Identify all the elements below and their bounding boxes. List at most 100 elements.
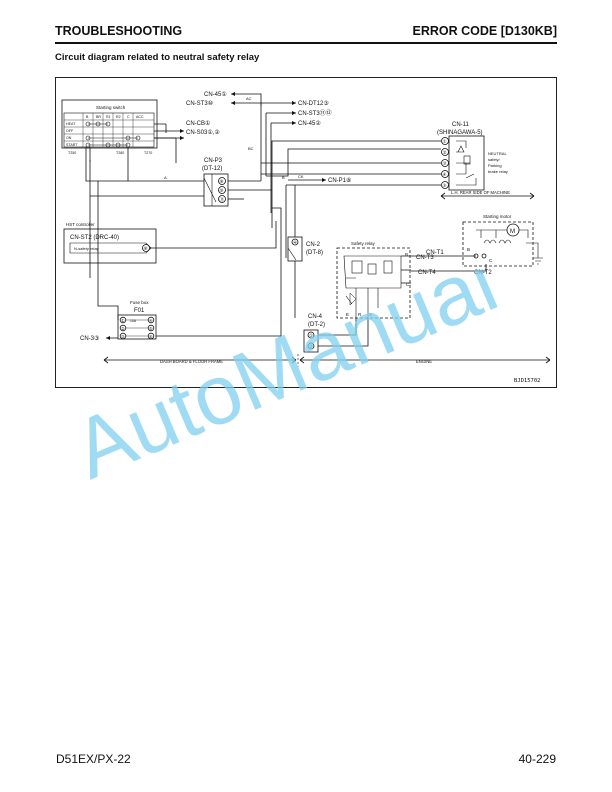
- fuse-pin-6: ⑥: [149, 334, 153, 339]
- cn-t3-label: CN-T3: [416, 255, 434, 261]
- terminal-t270: T270: [144, 151, 152, 155]
- fuse-rating: 10A: [130, 319, 137, 323]
- switch-row-off: OFF: [66, 129, 74, 133]
- cn-4-connector: CN-4 (DT-2) ① ②: [303, 314, 369, 353]
- switch-row-start: START: [66, 143, 78, 147]
- section-title: TROUBLESHOOTING: [55, 24, 183, 38]
- starting-motor: Starting motor M B C: [462, 214, 543, 267]
- cn-p3-type: (DT-12): [202, 166, 222, 172]
- cn-4-type: (DT-2): [308, 322, 325, 328]
- engine-label: ENGINE: [416, 359, 432, 364]
- hst-title: HST controller: [66, 222, 95, 227]
- fuse-pin-4: ④: [149, 318, 153, 323]
- motor-symbol: M: [510, 229, 515, 235]
- neutral-relay-label-1: NEUTRAL: [488, 151, 507, 156]
- safety-terminal-b: B: [405, 252, 408, 257]
- cn-t2-label: CN-T2: [474, 270, 492, 276]
- cn-2-pin: ④: [293, 240, 297, 245]
- fuse-pin-1: ①: [121, 318, 125, 323]
- circuit-diagram: CN-45① CN-ST3⑩ AC CN-DT12③ CN-ST3⑪⑫ CN-4…: [55, 77, 557, 388]
- cn-45-2-label: CN-45②: [298, 120, 321, 127]
- cn-st3-11-12-label: CN-ST3⑪⑫: [298, 109, 332, 117]
- cn-2-name: CN-2: [306, 242, 321, 248]
- cn-cb-label: CN-CB①: [186, 120, 210, 127]
- switch-col-acc: ACC: [136, 115, 144, 119]
- cn-t4-label: CN-T4: [418, 270, 436, 276]
- switch-col-r1: R1: [106, 115, 111, 119]
- cn-11-pin-2: ②: [443, 150, 447, 155]
- cn-p3-connector: CN-P3 (DT-12) ⑧ ⑨ ⑪: [202, 158, 229, 207]
- error-code: ERROR CODE [D130KB]: [412, 24, 557, 38]
- neutral-relay-label-2: safety/: [488, 157, 501, 162]
- safety-terminal-c: C: [406, 282, 410, 287]
- cn-p3-pin-8: ⑧: [220, 179, 224, 184]
- neutral-relay-label-3: Parking: [488, 163, 502, 168]
- footer-page: 40-229: [518, 752, 556, 766]
- switch-col-c: C: [127, 115, 130, 119]
- page-subtitle: Circuit diagram related to neutral safet…: [55, 52, 260, 63]
- rear-side-label: L.H. REAR SIDE OF MACHINE: [451, 190, 510, 195]
- footer-model: D51EX/PX-22: [56, 752, 131, 766]
- cn-st3-10-label: CN-ST3⑩: [186, 100, 213, 107]
- cn-11-connector: CN-11 (SHINAGAWA-5) ① ② ③ ④ ⑤: [437, 122, 485, 191]
- motor-terminal-c: C: [489, 258, 493, 263]
- wire-ac-label: AC: [246, 96, 252, 101]
- cn-4-pin-2: ②: [309, 344, 313, 349]
- fuse-box-title: Fuse box: [130, 300, 149, 305]
- circuit-diagram-svg: CN-45① CN-ST3⑩ AC CN-DT12③ CN-ST3⑪⑫ CN-4…: [61, 91, 551, 384]
- motor-terminal-b: B: [467, 247, 470, 252]
- hst-connector: CN-ST2 (DRC-40): [70, 235, 119, 241]
- cn-p3-name: CN-P3: [204, 158, 223, 164]
- safety-relay-title: Safety relay: [351, 241, 376, 246]
- cn-t1-label: CN-T1: [426, 250, 444, 256]
- switch-col-b: B: [86, 115, 89, 119]
- cn-p3-pin-9: ⑨: [220, 188, 224, 193]
- cn-11-type: (SHINAGAWA-5): [437, 130, 483, 136]
- fuse-pin-2: ②: [121, 326, 125, 331]
- page-header: TROUBLESHOOTING ERROR CODE [D130KB]: [55, 24, 557, 44]
- cn-3-label: CN-3③: [80, 335, 99, 342]
- safety-terminal-s: S: [369, 312, 372, 317]
- cn-2-type: (DT-8): [306, 250, 323, 256]
- wire-b-label: B: [282, 175, 285, 180]
- terminal-t250: T250: [68, 151, 76, 155]
- cn-11-pin-5: ⑤: [443, 183, 447, 188]
- fuse-box: Fuse box F01 ① ② ③ ④ ⑤ ⑥ 10A: [117, 300, 157, 340]
- switch-row-on: ON: [66, 136, 72, 140]
- starting-switch: Starting switch B BR R1 R2 C ACC HEAT OF…: [61, 99, 177, 163]
- wire-a-label: A: [164, 175, 167, 180]
- hst-pin: ⑧: [144, 246, 148, 251]
- cn-s03-label: CN-S03①,②: [186, 129, 220, 136]
- cn-2-connector: ④ CN-2 (DT-8): [287, 185, 323, 318]
- cn-45-1-label: CN-45①: [204, 91, 227, 98]
- safety-relay: Safety relay B C E R S: [336, 241, 411, 319]
- switch-col-br: BR: [96, 115, 101, 119]
- switch-col-r2: R2: [116, 115, 121, 119]
- safety-terminal-e: E: [346, 312, 349, 317]
- neutral-relay-label-4: brake relay: [488, 169, 508, 174]
- top-connectors: CN-45① CN-ST3⑩ AC CN-DT12③ CN-ST3⑪⑫ CN-4…: [186, 91, 332, 186]
- dash-board-label: DASH BOARD & FLOOR FRAME: [160, 359, 223, 364]
- wire-bc-label: BC: [248, 146, 254, 151]
- hst-controller: HST controller CN-ST2 (DRC-40) N-safety …: [63, 221, 277, 264]
- starting-switch-title: Starting switch: [96, 105, 126, 110]
- wire-ck-label: CK: [298, 174, 304, 179]
- diagram-ref: BJD15702: [514, 378, 541, 384]
- cn-4-pin-1: ①: [309, 333, 313, 338]
- cn-p3-pin-11: ⑪: [220, 196, 225, 203]
- fuse-pin-5: ⑤: [149, 326, 153, 331]
- fuse-box-name: F01: [134, 308, 145, 314]
- starting-motor-title: Starting motor: [483, 214, 512, 219]
- fuse-pin-3: ③: [121, 334, 125, 339]
- terminal-t280: T280: [116, 151, 124, 155]
- switch-row-heat: HEAT: [66, 122, 76, 126]
- cn-11-pin-3: ③: [443, 161, 447, 166]
- cn-p1-label: CN-P1⑧: [328, 177, 351, 184]
- hst-relay-label: N-safety relay: [74, 246, 99, 251]
- cn-11-pin-1: ①: [443, 139, 447, 144]
- cn-4-name: CN-4: [308, 314, 323, 320]
- cn-dt12-3-label: CN-DT12③: [298, 100, 329, 107]
- safety-terminal-r: R: [358, 312, 362, 317]
- cn-11-pin-4: ④: [443, 172, 447, 177]
- cn-11-name: CN-11: [452, 122, 470, 128]
